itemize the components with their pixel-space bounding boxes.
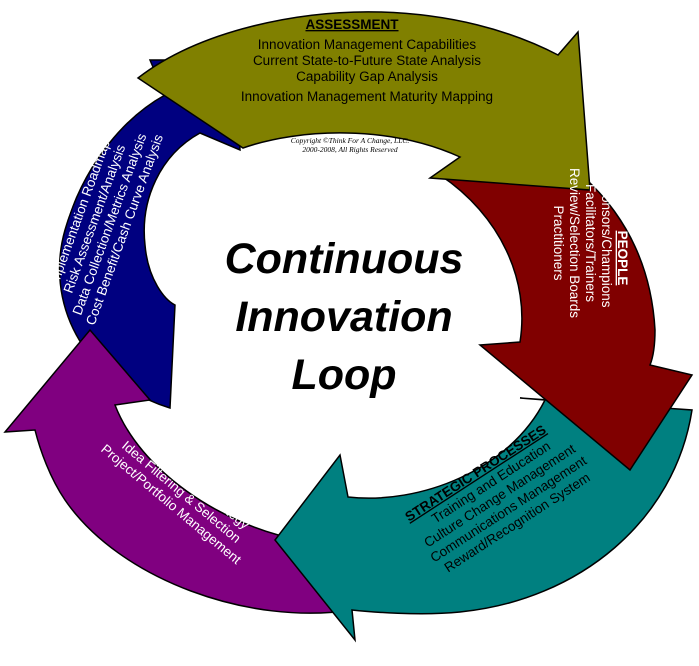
people-item: Facilitators/Trainers: [583, 184, 598, 302]
center-title-line: Innovation: [235, 293, 452, 341]
arrow-layer: [3, 11, 694, 643]
people-item: Review/Selection Boards: [567, 168, 582, 318]
assessment-item: Capability Gap Analysis: [296, 69, 438, 84]
copyright-line: 2000-2008, All Rights Reserved: [302, 145, 398, 154]
center-title-line: Continuous: [225, 235, 464, 283]
assessment-item: Innovation Management Capabilities: [258, 37, 477, 52]
assessment-title: ASSESSMENT: [305, 17, 399, 32]
people-arrow: [438, 129, 694, 472]
people-item: Sponsors/Champions: [599, 178, 614, 307]
assessment-arrow: [136, 11, 591, 191]
assessment-item: Current State-to-Future State Analysis: [253, 53, 481, 68]
tactical-arrow: [3, 328, 354, 614]
copyright-group: Copyright ©Think For A Change, LLC. 2000…: [291, 136, 410, 154]
copyright-line: Copyright ©Think For A Change, LLC.: [291, 136, 410, 145]
center-title-line: Loop: [291, 351, 396, 399]
assessment-label-group: ASSESSMENT Innovation Management Capabil…: [241, 17, 493, 104]
people-label-group: PEOPLE Sponsors/Champions Facilitators/T…: [551, 168, 630, 318]
center-title-group: Continuous Innovation Loop: [225, 235, 464, 399]
strategic-arrow: [274, 397, 693, 643]
operational-arrow: [58, 59, 241, 410]
people-item: Practitioners: [551, 205, 566, 280]
assessment-item: Innovation Management Maturity Mapping: [241, 89, 493, 104]
people-title: PEOPLE: [615, 231, 630, 286]
